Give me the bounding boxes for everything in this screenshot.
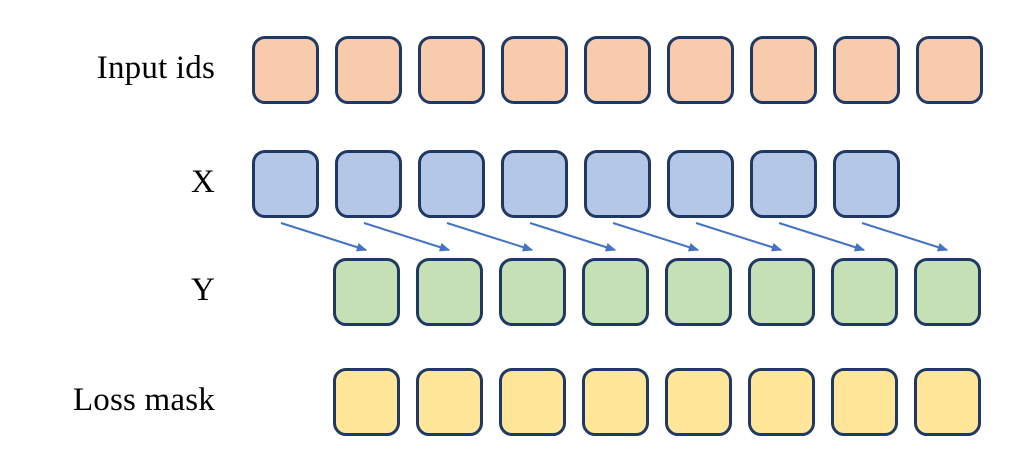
cell-input-ids-5 [667, 36, 734, 104]
cell-y-0 [333, 258, 400, 326]
cell-input-ids-1 [335, 36, 402, 104]
shift-arrow-2 [446, 222, 534, 252]
shift-arrow-3 [529, 222, 617, 252]
cell-input-ids-0 [252, 36, 319, 104]
cell-x-3 [501, 150, 568, 218]
cell-loss-mask-4 [665, 368, 732, 436]
shift-arrow-1 [363, 222, 451, 252]
cell-x-2 [418, 150, 485, 218]
row-label-x: X [190, 164, 215, 200]
cell-x-1 [335, 150, 402, 218]
cell-input-ids-2 [418, 36, 485, 104]
cell-y-4 [665, 258, 732, 326]
cell-y-5 [748, 258, 815, 326]
cell-loss-mask-0 [333, 368, 400, 436]
cell-y-7 [914, 258, 981, 326]
cell-input-ids-3 [501, 36, 568, 104]
cell-loss-mask-2 [499, 368, 566, 436]
row-label-y: Y [190, 272, 215, 308]
cell-loss-mask-3 [582, 368, 649, 436]
cell-input-ids-4 [584, 36, 651, 104]
cell-x-5 [667, 150, 734, 218]
cell-x-7 [833, 150, 900, 218]
shift-arrows [280, 222, 949, 252]
cell-y-3 [582, 258, 649, 326]
cell-y-1 [416, 258, 483, 326]
shift-arrow-0 [280, 222, 368, 252]
shift-arrow-4 [612, 222, 700, 252]
cell-x-4 [584, 150, 651, 218]
shift-arrow-7 [861, 222, 949, 252]
cell-x-6 [750, 150, 817, 218]
cell-loss-mask-5 [748, 368, 815, 436]
cell-input-ids-6 [750, 36, 817, 104]
cell-input-ids-7 [833, 36, 900, 104]
shift-arrow-5 [695, 222, 783, 252]
row-label-loss-mask: Loss mask [72, 382, 215, 418]
cell-loss-mask-7 [914, 368, 981, 436]
cell-input-ids-8 [916, 36, 983, 104]
cell-x-0 [252, 150, 319, 218]
cell-y-2 [499, 258, 566, 326]
row-label-input-ids: Input ids [96, 50, 215, 86]
cell-y-6 [831, 258, 898, 326]
cell-loss-mask-1 [416, 368, 483, 436]
cell-loss-mask-6 [831, 368, 898, 436]
shift-arrow-6 [778, 222, 866, 252]
